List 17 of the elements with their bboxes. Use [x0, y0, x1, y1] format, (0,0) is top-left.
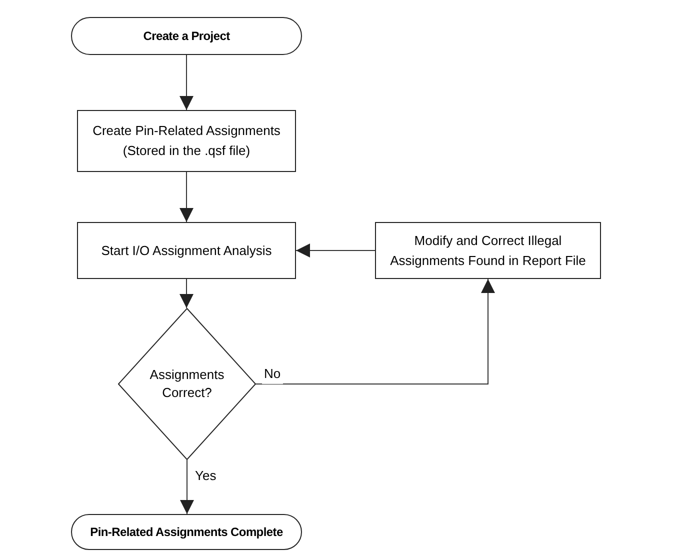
arrow [180, 278, 194, 308]
process-label: Create Pin-Related Assignments (Stored in the .qsf file) [92, 122, 282, 160]
arrow [296, 244, 376, 258]
decision-text: Assignments Correct? [148, 366, 226, 402]
terminal-pill [71, 17, 302, 55]
process-label: Start I/O Assignment Analysis [101, 242, 272, 260]
process-box [375, 222, 601, 279]
process-box [77, 110, 296, 172]
terminal-label: Pin-Related Assignments Complete [90, 524, 283, 541]
arrow [180, 460, 194, 514]
terminal-label: Create a Project [143, 28, 230, 45]
arrow [256, 278, 495, 384]
terminal-pill [71, 514, 302, 550]
arrow [180, 172, 194, 222]
process-box [77, 222, 296, 279]
process-label: Modify and Correct Illegal Assignments Found in Report File [389, 232, 587, 270]
arrow [180, 54, 194, 110]
